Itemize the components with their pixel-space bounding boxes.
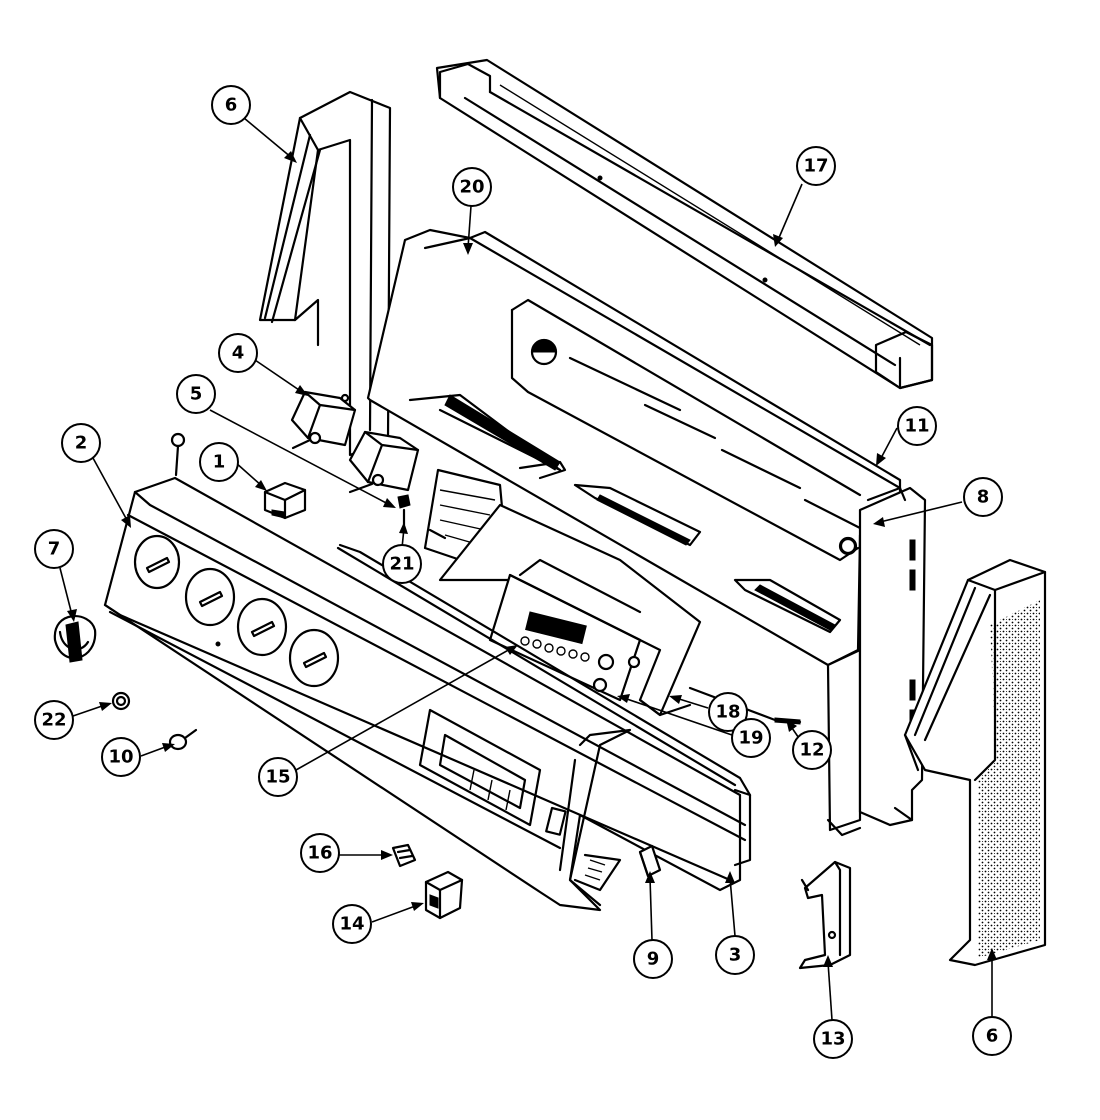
callout-15: 15	[258, 757, 298, 797]
callout-label: 5	[190, 384, 203, 405]
callout-18: 18	[708, 692, 748, 732]
callout-label: 6	[225, 95, 238, 116]
infinite-switch-right	[348, 430, 420, 494]
side-screw	[839, 537, 857, 555]
callout-9: 9	[633, 939, 673, 979]
panel-screw	[170, 432, 186, 477]
callout-6-bottom-right: 6	[972, 1016, 1012, 1056]
callout-label: 8	[977, 487, 990, 508]
callout-label: 19	[738, 728, 763, 749]
callout-10: 10	[101, 737, 141, 777]
clock-display-housing	[488, 573, 642, 702]
infinite-switch-left	[290, 390, 357, 450]
leader-lines	[59, 117, 997, 1021]
callout-label: 10	[108, 747, 133, 768]
callout-12: 12	[792, 730, 832, 770]
callout-label: 21	[389, 554, 414, 575]
front-control-panel	[103, 476, 752, 912]
callout-17: 17	[796, 146, 836, 186]
callout-label: 2	[75, 433, 88, 454]
callout-1: 1	[199, 442, 239, 482]
knob-recesses	[133, 534, 340, 688]
indicator-block	[263, 481, 307, 520]
push-button	[111, 691, 131, 711]
callout-2: 2	[61, 423, 101, 463]
callout-label: 7	[48, 539, 61, 560]
callout-label: 16	[307, 843, 332, 864]
callout-label: 4	[232, 343, 245, 364]
top-rail-bracket	[435, 58, 934, 390]
callout-14: 14	[332, 904, 372, 944]
callout-3: 3	[715, 935, 755, 975]
small-knob	[391, 843, 417, 868]
callout-20: 20	[452, 167, 492, 207]
callout-label: 9	[647, 949, 660, 970]
display-window-cutout	[418, 708, 567, 836]
callout-label: 20	[459, 177, 484, 198]
callout-label: 3	[729, 945, 742, 966]
callout-label: 13	[820, 1029, 845, 1050]
callout-7: 7	[34, 529, 74, 569]
callout-21: 21	[382, 544, 422, 584]
callout-label: 1	[213, 452, 226, 473]
callout-label: 6	[986, 1026, 999, 1047]
back-control-panel	[366, 228, 902, 667]
panel-clip	[638, 844, 662, 878]
ribbon-cable	[573, 853, 622, 892]
rocker-switch	[424, 870, 464, 920]
callout-label: 11	[904, 416, 929, 437]
callout-label: 14	[339, 914, 364, 935]
callout-label: 12	[799, 740, 824, 761]
callout-8: 8	[963, 477, 1003, 517]
callout-label: 17	[803, 156, 828, 177]
callout-4: 4	[218, 333, 258, 373]
mounting-bracket	[798, 860, 852, 970]
callout-22: 22	[34, 700, 74, 740]
callout-label: 18	[715, 702, 740, 723]
right-end-cap	[903, 558, 1047, 967]
wire-clip	[397, 494, 411, 527]
callout-16: 16	[300, 833, 340, 873]
callout-6-top-left: 6	[211, 85, 251, 125]
callout-5: 5	[176, 374, 216, 414]
callout-label: 22	[41, 710, 66, 731]
control-knob	[53, 615, 97, 663]
mounting-screw	[168, 728, 198, 751]
callout-11: 11	[897, 406, 937, 446]
callout-19: 19	[731, 718, 771, 758]
callout-13: 13	[813, 1019, 853, 1059]
callout-label: 15	[265, 767, 290, 788]
